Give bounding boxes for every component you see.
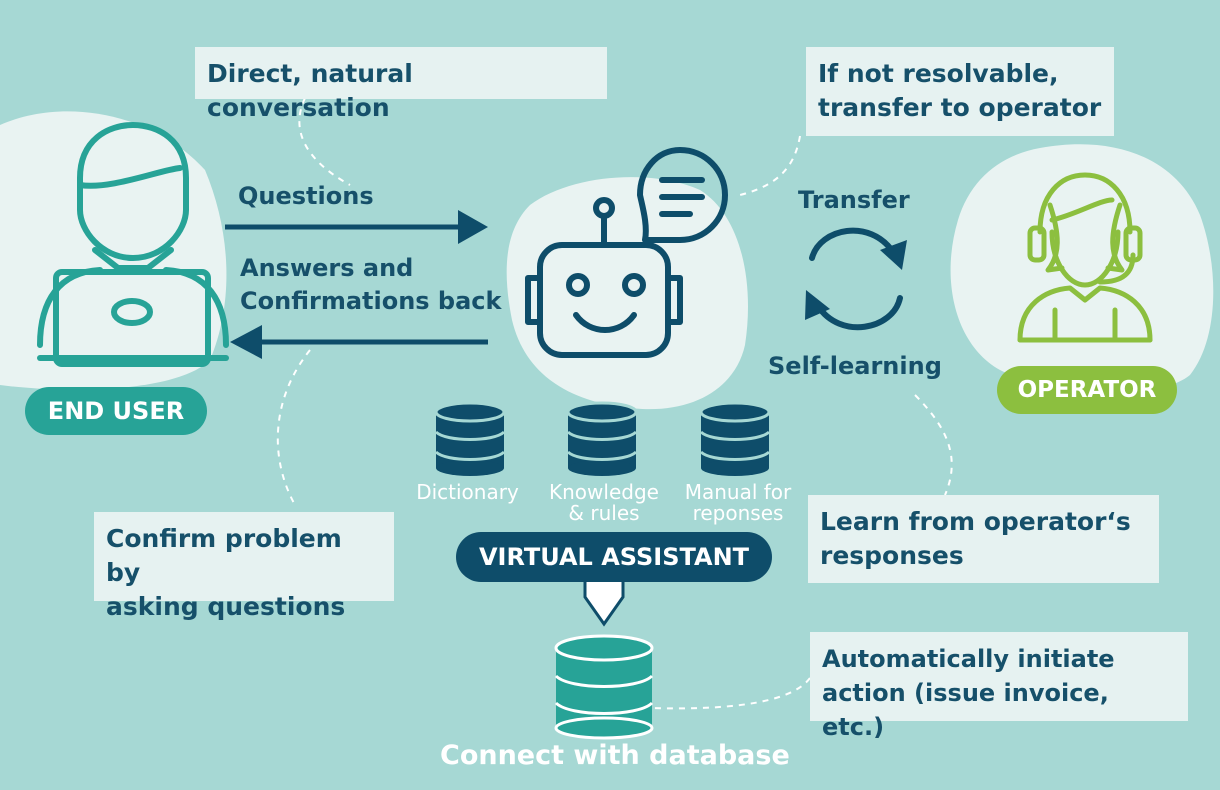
- label-questions: Questions: [238, 182, 374, 210]
- connector-learn: [914, 394, 953, 496]
- db-label-manual-line2: reponses: [692, 501, 784, 525]
- label-transfer: Transfer: [798, 186, 910, 214]
- note-direct-conversation: Direct, natural conversation: [195, 47, 607, 122]
- note-transfer-line1: If not resolvable,: [818, 59, 1059, 88]
- db-label-manual: Manual for reponses: [676, 482, 800, 524]
- connector-confirm: [276, 349, 311, 506]
- answers-arrow: [230, 325, 488, 359]
- label-self-learning: Self-learning: [768, 352, 942, 380]
- note-auto-line2: action (issue invoice, etc.): [822, 679, 1109, 741]
- user-laptop-icon: [37, 122, 229, 367]
- note-confirm-line2: asking questions: [106, 592, 346, 621]
- operator-headset-icon: [1017, 172, 1153, 343]
- connector-auto: [649, 677, 811, 710]
- knowledge-db-icon: [566, 401, 638, 476]
- connector-transfer: [739, 135, 801, 196]
- note-confirm-line1: Confirm problem by: [106, 524, 342, 587]
- database-icon: [434, 401, 771, 476]
- note-confirm-problem: Confirm problem by asking questions: [94, 512, 394, 621]
- footer-connect-database: Connect with database: [440, 740, 790, 771]
- down-arrow-icon: [583, 576, 625, 627]
- dashed-connectors: [276, 97, 953, 710]
- note-learn-line1: Learn from operator‘s: [820, 507, 1131, 536]
- questions-arrow: [225, 210, 488, 244]
- robot-icon: [525, 197, 683, 358]
- end-user-badge: END USER: [25, 387, 207, 435]
- db-label-dictionary: Dictionary: [405, 482, 530, 503]
- note-auto-line1: Automatically initiate: [822, 645, 1115, 673]
- note-direct-text: Direct, natural conversation: [207, 59, 413, 122]
- chat-bubble-icon: [637, 147, 728, 243]
- note-transfer-line2: transfer to operator: [818, 93, 1102, 122]
- label-answers-line1: Answers and: [240, 254, 414, 282]
- operator-blob: [950, 144, 1214, 394]
- end-user-blob: [0, 111, 227, 390]
- virtual-assistant-badge: VIRTUAL ASSISTANT: [456, 532, 772, 582]
- db-label-knowledge: Knowledge & rules: [538, 482, 670, 524]
- manual-db-icon: [699, 401, 771, 476]
- note-learn-line2: responses: [820, 541, 964, 570]
- main-database-icon: [554, 634, 654, 740]
- note-automatic-action: Automatically initiate action (issue inv…: [810, 632, 1188, 741]
- db-label-dictionary-text: Dictionary: [416, 480, 519, 504]
- label-answers-line2: Confirmations back: [240, 287, 502, 315]
- sync-arrows-icon: [805, 227, 907, 331]
- note-transfer-operator: If not resolvable, transfer to operator: [806, 47, 1114, 136]
- db-label-knowledge-line2: & rules: [568, 501, 640, 525]
- label-answers: Answers and Confirmations back: [240, 252, 502, 318]
- note-learn-operator: Learn from operator‘s responses: [808, 495, 1159, 583]
- db-label-knowledge-line1: Knowledge: [549, 480, 659, 504]
- dictionary-db-icon: [434, 401, 506, 476]
- db-label-manual-line1: Manual for: [684, 480, 792, 504]
- operator-badge: OPERATOR: [997, 366, 1177, 414]
